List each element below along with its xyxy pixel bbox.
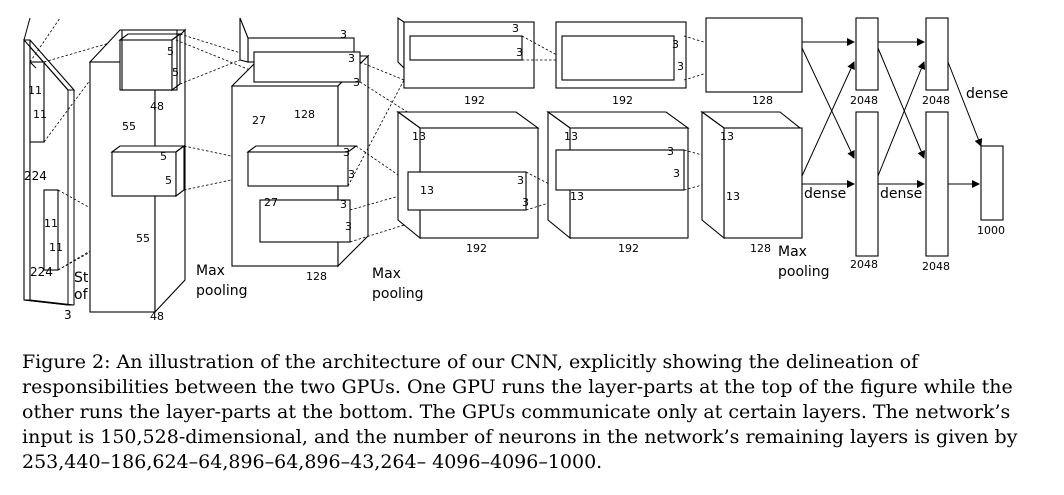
pooling-label: pooling (372, 286, 424, 302)
conv4-depth-label: 192 (618, 242, 639, 255)
conv4-kernel-label: 3 (672, 38, 679, 51)
architecture-diagram: 11 11 11 11 224 224 3 Stride of 4 5 5 5 … (22, 16, 1008, 323)
cnn-architecture-figure: 11 11 11 11 224 224 3 Stride of 4 5 5 5 … (22, 16, 1008, 323)
input-kernel-11-label: 11 (28, 84, 42, 97)
conv2-kernel-label: 3 (343, 146, 350, 159)
conv2-kernel-label: 3 (353, 76, 360, 89)
dense-label: dense (966, 86, 1008, 102)
dense-label: dense (804, 186, 846, 202)
conv4-depth-label: 192 (612, 94, 633, 107)
conv4-kernel-label: 3 (673, 167, 680, 180)
conv1-size-label: 55 (122, 120, 136, 133)
conv5-depth-label: 128 (752, 94, 773, 107)
conv1-kernel-label: 5 (172, 66, 179, 79)
conv2-kernel-label: 3 (340, 198, 347, 211)
maxpool-label: Max (372, 266, 401, 282)
conv3-kernel-label: 3 (522, 196, 529, 209)
conv1-kernel-label: 5 (165, 174, 172, 187)
conv3-depth-label: 192 (466, 242, 487, 255)
conv3-size-label: 13 (420, 184, 434, 197)
caption-text: An illustration of the architecture of o… (22, 351, 1018, 473)
conv4-size-label: 13 (570, 190, 584, 203)
conv1-depth-label: 48 (150, 310, 164, 323)
input-layer: 11 11 11 11 224 224 3 Stride of 4 (22, 17, 131, 322)
conv1-size-label: 55 (136, 232, 150, 245)
input-width-label: 224 (30, 265, 53, 279)
conv3-size-label: 13 (412, 130, 426, 143)
conv4-kernel-label: 3 (667, 145, 674, 158)
conv2-kernel-label: 3 (348, 168, 355, 181)
conv2-size-label: 27 (264, 196, 278, 209)
conv3-kernel-label: 3 (512, 22, 519, 35)
dense-size-label: 2048 (922, 94, 950, 107)
figure-caption: Figure 2: An illustration of the archite… (22, 350, 1022, 475)
pooling-label: pooling (196, 283, 248, 299)
conv2-kernel-label: 3 (345, 220, 352, 233)
conv5-size-label: 13 (720, 130, 734, 143)
conv2-layer: 3 3 3 3 3 3 3 27 27 128 128 Max pooling (230, 17, 424, 302)
conv2-depth-label: 128 (294, 108, 315, 121)
conv1-layer: 5 5 5 5 48 48 55 55 Max pooling (88, 28, 251, 323)
conv5-layer: 13 13 128 128 Max pooling (700, 17, 830, 280)
conv4-size-label: 13 (564, 130, 578, 143)
dense-size-label: 2048 (850, 258, 878, 271)
pooling-label: pooling (778, 264, 830, 280)
conv2-depth-label: 128 (306, 270, 327, 283)
conv1-depth-label: 48 (150, 100, 164, 113)
conv2-size-label: 27 (252, 114, 266, 127)
conv1-kernel-label: 5 (167, 45, 174, 58)
conv3-kernel-label: 3 (517, 174, 524, 187)
dense-size-label: 2048 (922, 260, 950, 273)
dense-size-label: 2048 (850, 94, 878, 107)
dense-layers: dense dense dense 2048 2048 2048 2048 10… (801, 17, 1008, 273)
conv1-kernel-label: 5 (160, 150, 167, 163)
conv3-kernel-label: 3 (516, 46, 523, 59)
caption-prefix: Figure 2: (22, 351, 111, 373)
input-height-label: 224 (24, 169, 47, 183)
conv3-depth-label: 192 (464, 94, 485, 107)
input-kernel-11-label: 11 (44, 217, 58, 230)
input-depth-label: 3 (64, 308, 72, 322)
input-kernel-11-label: 11 (49, 241, 63, 254)
conv3-layer: 3 3 3 3 13 13 192 192 (396, 16, 573, 255)
conv5-size-label: 13 (726, 190, 740, 203)
conv2-kernel-label: 3 (348, 52, 355, 65)
maxpool-label: Max (778, 244, 807, 260)
maxpool-label: Max (196, 263, 225, 279)
output-size-label: 1000 (977, 224, 1005, 237)
conv5-depth-label: 128 (750, 242, 771, 255)
conv4-kernel-label: 3 (677, 60, 684, 73)
input-kernel-11-label: 11 (33, 108, 47, 121)
dense-label: dense (880, 186, 922, 202)
conv2-kernel-label: 3 (340, 28, 347, 41)
